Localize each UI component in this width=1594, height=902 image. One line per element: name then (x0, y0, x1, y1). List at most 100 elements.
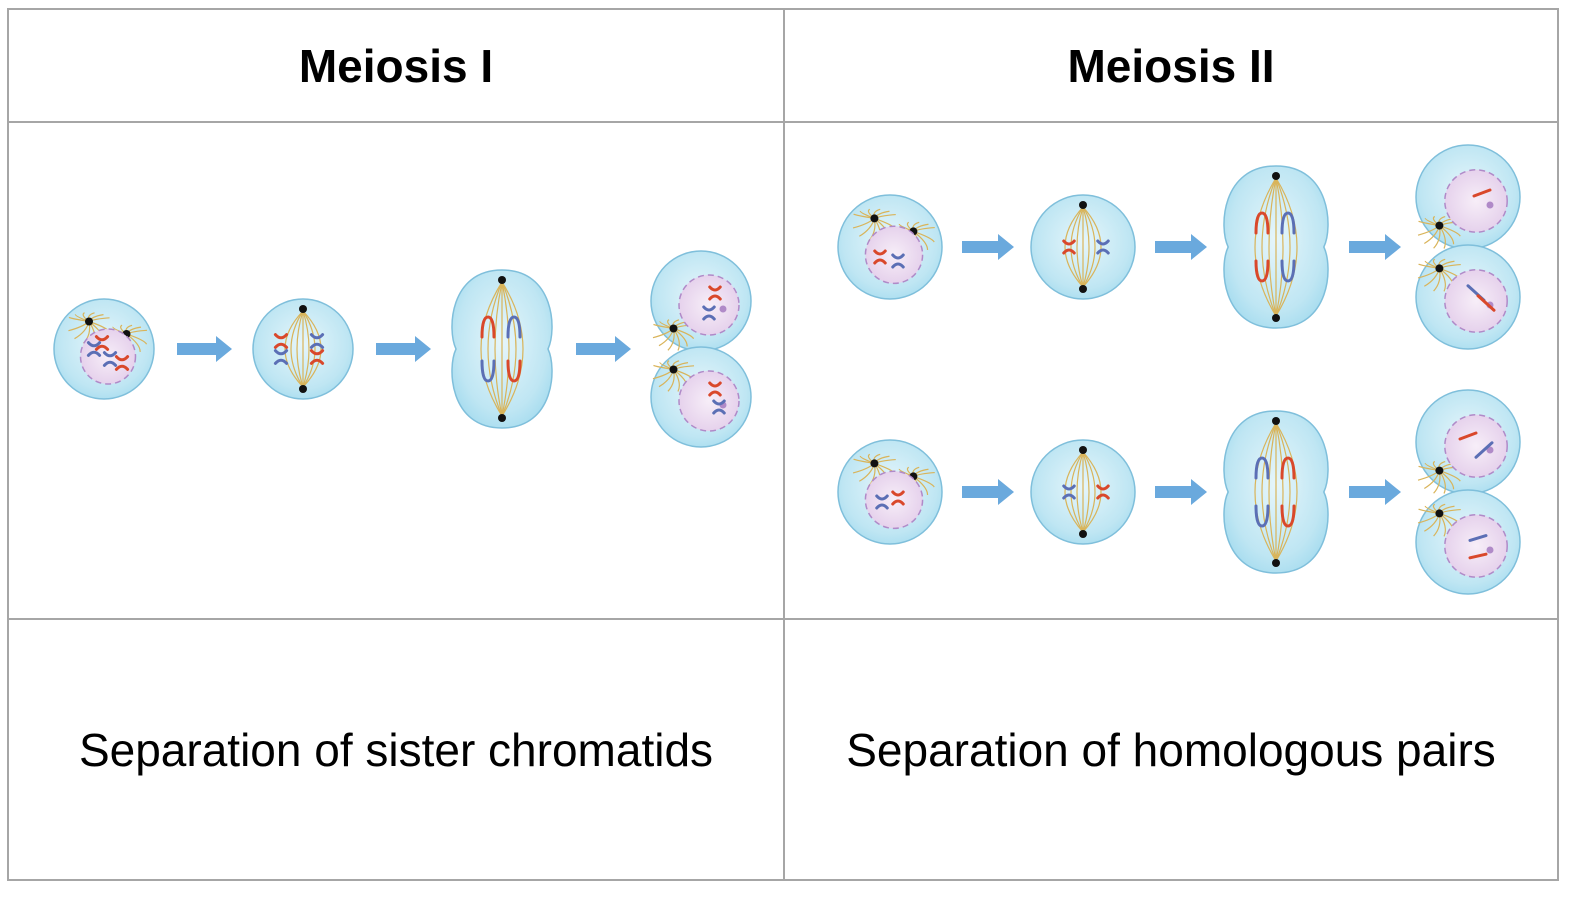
spindle-fibers (1254, 422, 1298, 562)
chromatid (1458, 431, 1478, 441)
spindle-fibers (480, 281, 524, 417)
centrosome (1272, 559, 1280, 567)
chromosome (1280, 456, 1296, 480)
chromosome (891, 490, 905, 506)
chromosome (1280, 259, 1296, 283)
centrosome (1435, 221, 1444, 230)
centrosome (498, 414, 506, 422)
chromosome (1062, 484, 1076, 500)
chromosome (1254, 456, 1270, 480)
nucleus (1444, 514, 1508, 578)
centrosome (498, 276, 506, 284)
arrow-icon (177, 336, 232, 362)
cell-metaphase (1030, 194, 1136, 300)
nucleolus (1486, 546, 1494, 554)
daughter-cell-bottom (1415, 489, 1521, 595)
nucleolus (1486, 446, 1494, 454)
spindle-fibers (1064, 451, 1102, 533)
cell-anaphase (1223, 410, 1329, 574)
chromosome (102, 351, 118, 367)
chromosome (309, 349, 325, 365)
chromosome (94, 335, 110, 351)
arrow-icon (1155, 479, 1207, 505)
daughter-cell-bottom (1415, 244, 1521, 350)
centrosome (1435, 264, 1444, 273)
nucleus (864, 470, 924, 530)
chromatid (1476, 294, 1496, 312)
chromosome (1254, 504, 1270, 528)
nucleus (1444, 169, 1508, 233)
nucleus (678, 274, 740, 336)
chromosome (273, 333, 289, 349)
chromosome (708, 285, 722, 301)
nucleus (1444, 414, 1508, 478)
chromosome (506, 359, 522, 383)
chromosome (873, 249, 887, 265)
cell-prophase (837, 439, 943, 545)
arrow-icon (1155, 234, 1207, 260)
centrosome (1435, 466, 1444, 475)
chromosome (1280, 211, 1296, 235)
chromosome (1280, 504, 1296, 528)
chromosome (708, 381, 722, 397)
chromatid (1468, 552, 1488, 560)
daughter-cell-top (650, 250, 752, 352)
centrosome (85, 317, 93, 326)
daughter-cell-top (1415, 389, 1521, 495)
centrosome (1272, 172, 1280, 180)
cell-anaphase (1223, 165, 1329, 329)
chromosome (309, 333, 325, 349)
centrosome (1079, 530, 1087, 538)
chromosome (1254, 211, 1270, 235)
centrosome (1272, 417, 1280, 425)
nucleolus (1486, 201, 1494, 209)
chromatid (1472, 188, 1492, 198)
centrosome (1435, 509, 1444, 518)
chromosome (1254, 259, 1270, 283)
spindle-fibers (1254, 177, 1298, 317)
chromosome (273, 349, 289, 365)
chromatid (1474, 441, 1494, 459)
cell-metaphase (1030, 439, 1136, 545)
chromosome (1096, 484, 1110, 500)
centrosome (299, 385, 307, 393)
chromosome (712, 399, 726, 415)
nucleus (678, 370, 740, 432)
chromosome (506, 315, 522, 339)
chromosome (1096, 239, 1110, 255)
chromosome (114, 355, 130, 371)
column-header-meiosis-1: Meiosis I (298, 40, 494, 92)
cell-prophase (53, 298, 155, 400)
caption-meiosis-2: Separation of homologous pairs (846, 724, 1496, 776)
spindle-fibers (1064, 206, 1102, 288)
chromatid (1468, 534, 1488, 542)
centrosome (299, 305, 307, 313)
chromosome (1062, 239, 1076, 255)
chromosome (875, 494, 889, 510)
chromosome (480, 315, 496, 339)
centrosome (669, 324, 678, 333)
cell-metaphase (252, 298, 354, 400)
chromosome (480, 359, 496, 383)
chromosome (891, 253, 905, 269)
centrosome (870, 214, 879, 223)
centrosome (1079, 201, 1087, 209)
daughter-cell-bottom (650, 346, 752, 448)
arrow-icon (962, 479, 1014, 505)
cell-anaphase (451, 269, 553, 429)
column-header-meiosis-2: Meiosis II (1067, 40, 1275, 92)
caption-meiosis-1: Separation of sister chromatids (78, 724, 714, 776)
spindle-fibers (284, 310, 322, 388)
arrow-icon (576, 336, 631, 362)
nucleolus (719, 305, 727, 313)
centrosome (1079, 285, 1087, 293)
centrosome (1079, 446, 1087, 454)
daughter-cell-top (1415, 144, 1521, 250)
centrosome (870, 459, 879, 468)
arrow-icon (1349, 234, 1401, 260)
arrow-icon (962, 234, 1014, 260)
centrosome (1272, 314, 1280, 322)
chromosome (702, 305, 716, 321)
nucleus (1444, 269, 1508, 333)
